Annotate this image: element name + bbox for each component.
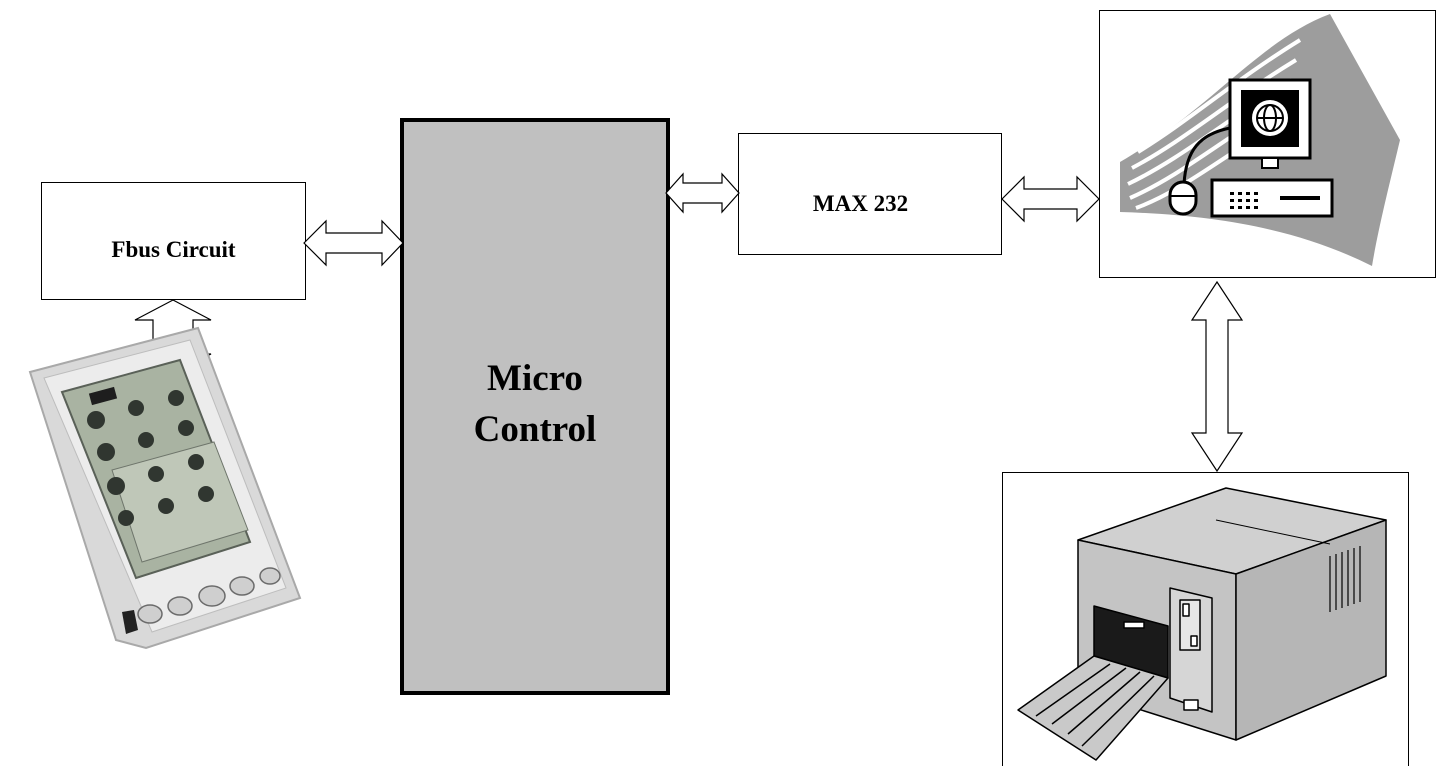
max232-label: MAX 232 <box>812 191 909 216</box>
micro-control-label-line1: Micro <box>487 358 583 399</box>
arrow-fbus-micro <box>303 219 404 267</box>
pda-device-icon <box>28 326 302 650</box>
fbus-circuit-label: Fbus Circuit <box>111 237 236 262</box>
micro-control-box <box>400 118 670 695</box>
arrow-max232-computer <box>1001 175 1100 223</box>
computer-icon <box>1120 14 1400 266</box>
fbus-circuit-box <box>41 182 306 300</box>
printer-icon <box>1017 487 1387 761</box>
arrow-micro-max232 <box>665 172 740 214</box>
micro-control-label-line2: Control <box>473 409 597 450</box>
arrow-computer-printer <box>1190 280 1244 473</box>
